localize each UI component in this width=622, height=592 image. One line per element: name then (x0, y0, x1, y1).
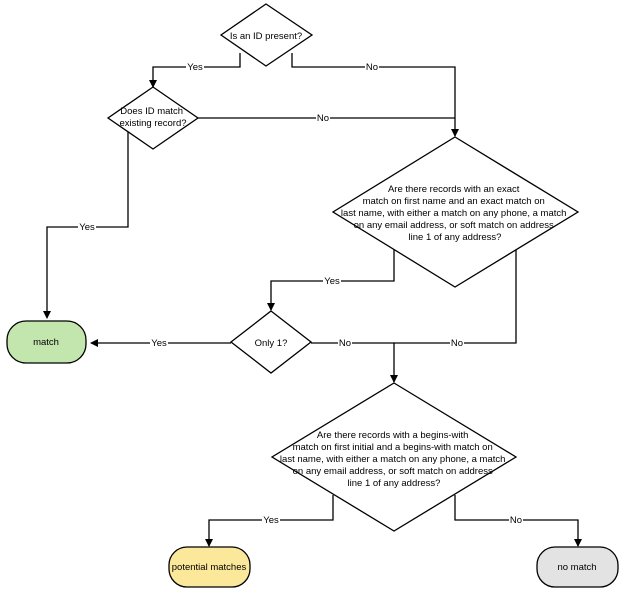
edge-label-only-one-no: No (339, 338, 351, 349)
decision-only-one-label: Only 1? (255, 338, 288, 349)
edge-label-begins-no: No (510, 515, 522, 526)
edge-label-id-present-no: No (366, 62, 378, 73)
decision-id-match-label: Does ID match existing record? (119, 106, 186, 129)
decision-exact-match: Are there records with an exact match on… (331, 136, 580, 288)
edge-label-exact-no: No (451, 338, 463, 349)
decision-id-present-label: Is an ID present? (230, 31, 302, 42)
edge-labels: Yes No No Yes Yes No Yes No Yes No (78, 61, 523, 526)
edge-only-one-no (311, 342, 398, 383)
edge-exact-no (394, 250, 517, 344)
edge-label-only-one-yes: Yes (151, 338, 167, 349)
decision-only-one: Only 1? (229, 310, 313, 374)
edge-label-id-present-yes: Yes (187, 62, 203, 73)
terminal-match-label: match (33, 337, 59, 348)
nodes: Is an ID present? Does ID match existing… (6, 3, 619, 588)
decision-id-match: Does ID match existing record? (106, 86, 200, 150)
edge-label-id-match-yes: Yes (79, 222, 95, 233)
edge-label-begins-yes: Yes (263, 515, 279, 526)
terminal-match: match (6, 320, 87, 364)
terminal-no-match: no match (536, 546, 619, 588)
decision-begins-with: Are there records with a begins-with mat… (270, 382, 518, 532)
terminal-potential-matches: potential matches (168, 546, 251, 588)
decision-exact-match-label: Are there records with an exact match on… (341, 184, 569, 243)
edge-label-exact-yes: Yes (324, 276, 340, 287)
edge-label-id-match-no: No (317, 113, 329, 124)
terminal-potential-matches-label: potential matches (172, 562, 247, 573)
decision-id-present: Is an ID present? (219, 3, 314, 67)
decision-begins-with-label: Are there records with a begins-with mat… (280, 430, 508, 489)
terminal-no-match-label: no match (557, 562, 596, 573)
